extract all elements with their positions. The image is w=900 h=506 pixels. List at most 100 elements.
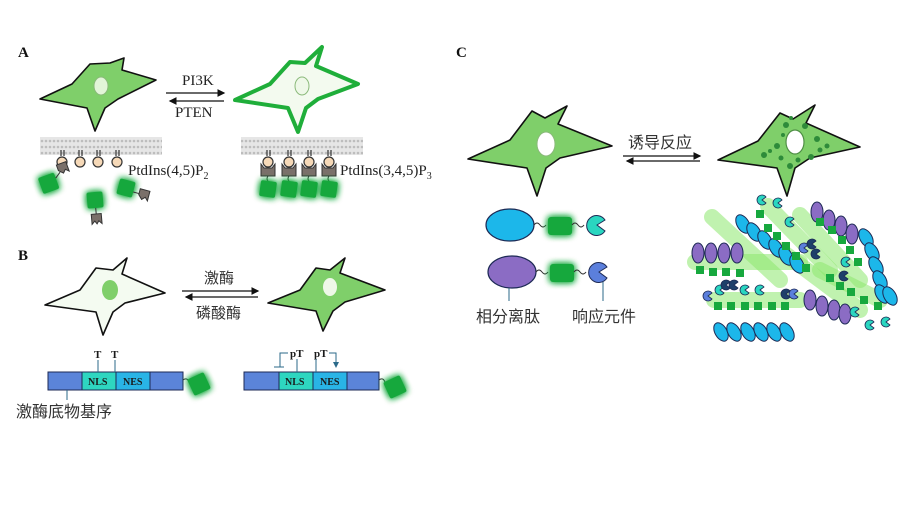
cell-condensates — [717, 104, 861, 197]
cell-nuclear-sensor — [44, 257, 166, 336]
construct-purple — [487, 255, 608, 289]
fluor-square — [696, 266, 704, 274]
condensate-droplets — [761, 116, 830, 169]
induced-reaction-label: 诱导反应 — [628, 133, 692, 152]
fluorescent-protein — [550, 264, 574, 282]
response-element — [838, 270, 849, 282]
site-t1: T — [94, 349, 102, 361]
cyan-oval — [766, 322, 782, 342]
kinase-label: 激酶 — [204, 269, 234, 287]
fluor-square — [847, 288, 855, 296]
cell-membrane-localized — [233, 45, 360, 134]
fluor-square — [736, 269, 744, 277]
purple-oval — [704, 242, 718, 264]
fluorescent-protein — [383, 375, 407, 399]
fluor-square — [816, 218, 824, 226]
nucleus — [785, 129, 805, 155]
panel-b-label: B — [18, 248, 28, 264]
fluor-square — [802, 264, 810, 272]
purple-oval — [717, 242, 731, 264]
response-element — [784, 216, 795, 228]
fluor-square — [754, 302, 762, 310]
fluor-square — [722, 268, 730, 276]
fluor-square — [756, 210, 764, 218]
nucleus — [536, 131, 556, 157]
site-pt1: pT — [290, 348, 304, 360]
fluor-square — [854, 258, 862, 266]
condensate-network — [687, 194, 898, 342]
fluor-square — [792, 252, 800, 260]
cyan-oval — [713, 322, 729, 342]
pip2-label: PtdIns(4,5)P2 — [128, 163, 208, 182]
response-element — [880, 316, 891, 328]
fluorescent-protein — [187, 372, 211, 396]
phase-peptide-oval — [487, 255, 537, 289]
activation-arrow — [329, 352, 339, 368]
fluor-square — [714, 302, 722, 310]
cyan-oval — [779, 322, 795, 342]
response-element — [840, 256, 851, 268]
nes-label: NES — [123, 377, 143, 388]
pip3-label: PtdIns(3,4,5)P3 — [340, 163, 432, 182]
purple-oval — [815, 295, 829, 317]
response-element — [754, 284, 765, 296]
phase-peptide-oval — [485, 208, 535, 242]
phosphatase-label: 磷酸酶 — [196, 304, 241, 322]
cyan-oval — [753, 322, 769, 342]
fluor-square — [860, 296, 868, 304]
response-element — [756, 194, 767, 206]
pten-label: PTEN — [175, 105, 213, 121]
site-t2: T — [111, 349, 119, 361]
glow-band — [760, 198, 838, 278]
purple-oval — [730, 242, 744, 264]
panel-b: B 激酶 磷酸酶 NLS NES T T 激酶底 — [16, 248, 407, 421]
nls-label: NLS — [285, 377, 305, 388]
fluor-square — [826, 274, 834, 282]
response-element — [780, 288, 791, 300]
site-pt2: pT — [314, 348, 328, 360]
response-element — [728, 279, 739, 291]
purple-oval — [845, 223, 859, 245]
glow-band — [704, 209, 788, 288]
purple-oval — [691, 242, 705, 264]
response-element — [772, 197, 783, 209]
fluor-square — [836, 282, 844, 290]
purple-oval — [803, 289, 817, 311]
response-element — [702, 290, 713, 302]
construct-cyan — [485, 208, 606, 242]
response-element — [864, 319, 875, 331]
construct-unphosphorylated: NLS NES T T — [47, 349, 211, 400]
panel-a-label: A — [18, 45, 29, 61]
response-element — [849, 306, 860, 318]
response-element — [720, 279, 731, 291]
fluor-square — [846, 246, 854, 254]
panel-c: C 诱导反应 — [456, 45, 898, 342]
panel-a: A PI3K PTEN PtdIns(4,5)P2 — [18, 45, 432, 226]
free-sensors — [38, 160, 151, 226]
response-element-label: 响应元件 — [572, 307, 636, 326]
fluor-square — [781, 302, 789, 310]
cell-cytoplasmic-sensor — [267, 257, 386, 332]
membrane-left — [40, 137, 162, 155]
response-element — [806, 238, 817, 250]
nucleus — [93, 76, 109, 96]
construct-phosphorylated: NLS NES pT pT — [243, 348, 407, 399]
response-element — [810, 248, 821, 260]
nucleus — [102, 280, 118, 300]
cyan-oval — [740, 322, 756, 342]
response-element — [588, 262, 608, 283]
pi3k-label: PI3K — [182, 73, 214, 89]
fluor-square — [773, 232, 781, 240]
fluor-square — [764, 224, 772, 232]
inhibition-arrow — [274, 352, 288, 368]
response-element — [739, 284, 750, 296]
fluor-square — [727, 302, 735, 310]
response-element — [788, 288, 799, 300]
purple-oval — [834, 215, 848, 237]
fluor-square — [741, 302, 749, 310]
nucleus — [294, 76, 310, 96]
glow-band — [792, 207, 868, 288]
cell-diffuse-fluorescence — [39, 57, 157, 132]
membrane-right — [241, 137, 363, 155]
